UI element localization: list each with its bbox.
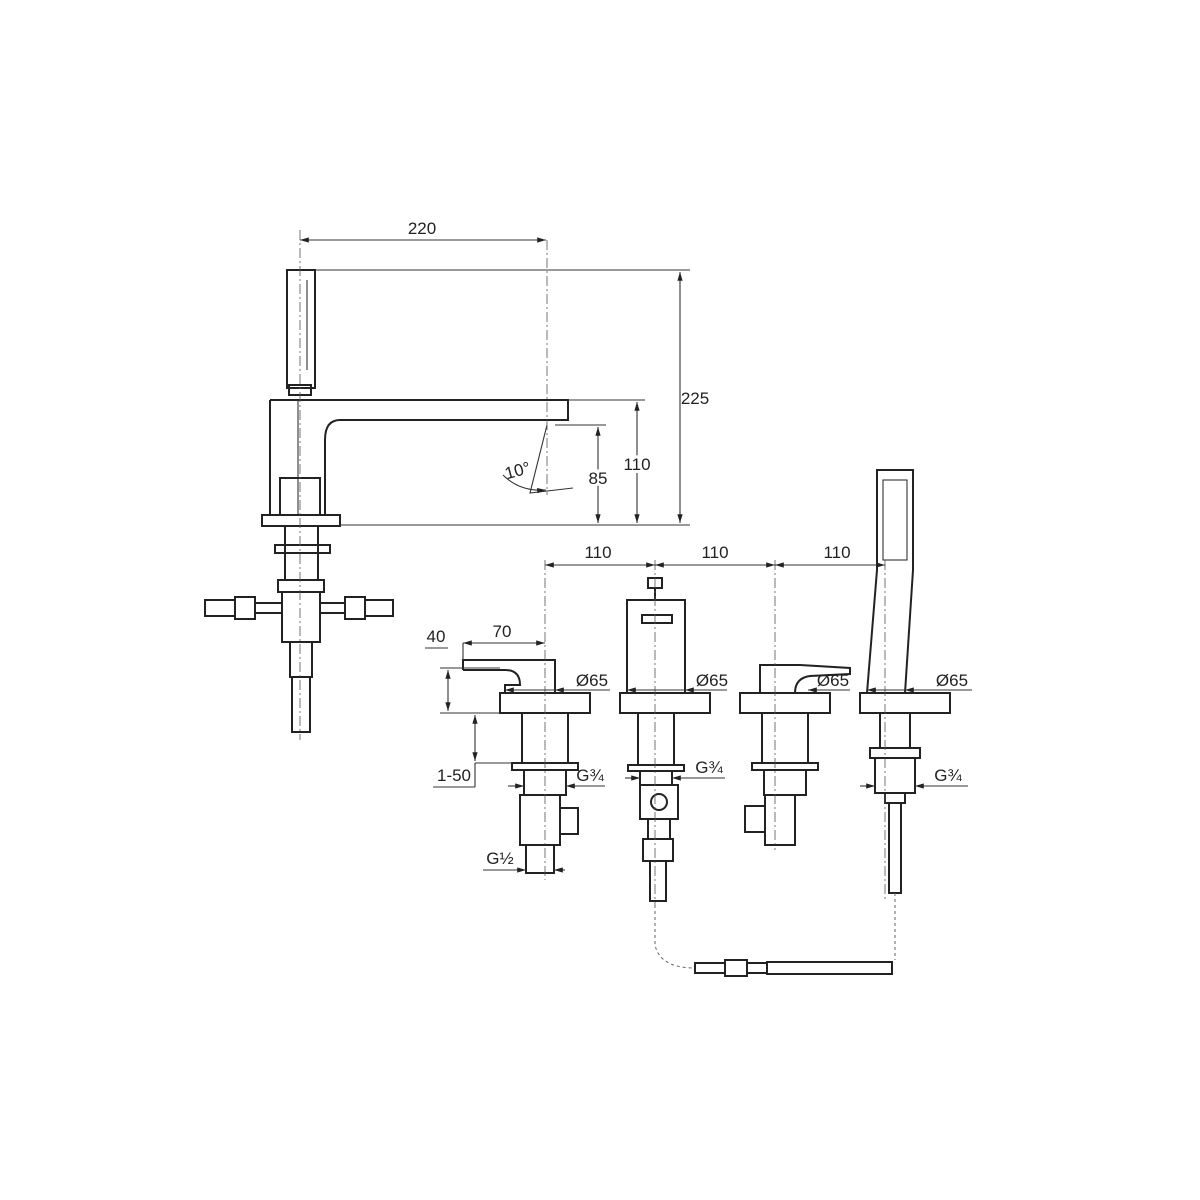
dim-diameter-2: Ø65	[696, 671, 728, 690]
dim-outlet-height: 85	[589, 469, 608, 488]
dim-thread-3: G¾	[934, 766, 962, 785]
dim-thread-1: G¾	[576, 766, 604, 785]
dim-diameter-3: Ø65	[817, 671, 849, 690]
dim-lever-height: 40	[427, 627, 446, 646]
dim-swivel-angle: 10°	[503, 458, 533, 483]
dim-diameter-1: Ø65	[576, 671, 608, 690]
dim-thread-2: G¾	[695, 758, 723, 777]
handshower-top	[286, 269, 316, 389]
spout-assembly	[204, 230, 574, 740]
dim-lever-length: 70	[493, 622, 512, 641]
dim-deck-thickness: 1-50	[437, 766, 471, 785]
bottom-dimensions: 110 110 110 70 40 1-50 Ø65 Ø65 Ø65 Ø65 G…	[425, 543, 972, 873]
dim-spout-reach: 220	[408, 219, 436, 238]
top-dimensions: 220 225 110 85 10°	[299, 219, 709, 526]
dim-spout-height: 110	[623, 455, 650, 474]
dim-spacing-3: 110	[823, 543, 850, 562]
dim-spacing-2: 110	[701, 543, 728, 562]
dim-thread-outlet: G½	[486, 849, 513, 868]
dim-spacing-1: 110	[584, 543, 611, 562]
dim-total-height: 225	[681, 389, 709, 408]
dim-diameter-4: Ø65	[936, 671, 968, 690]
